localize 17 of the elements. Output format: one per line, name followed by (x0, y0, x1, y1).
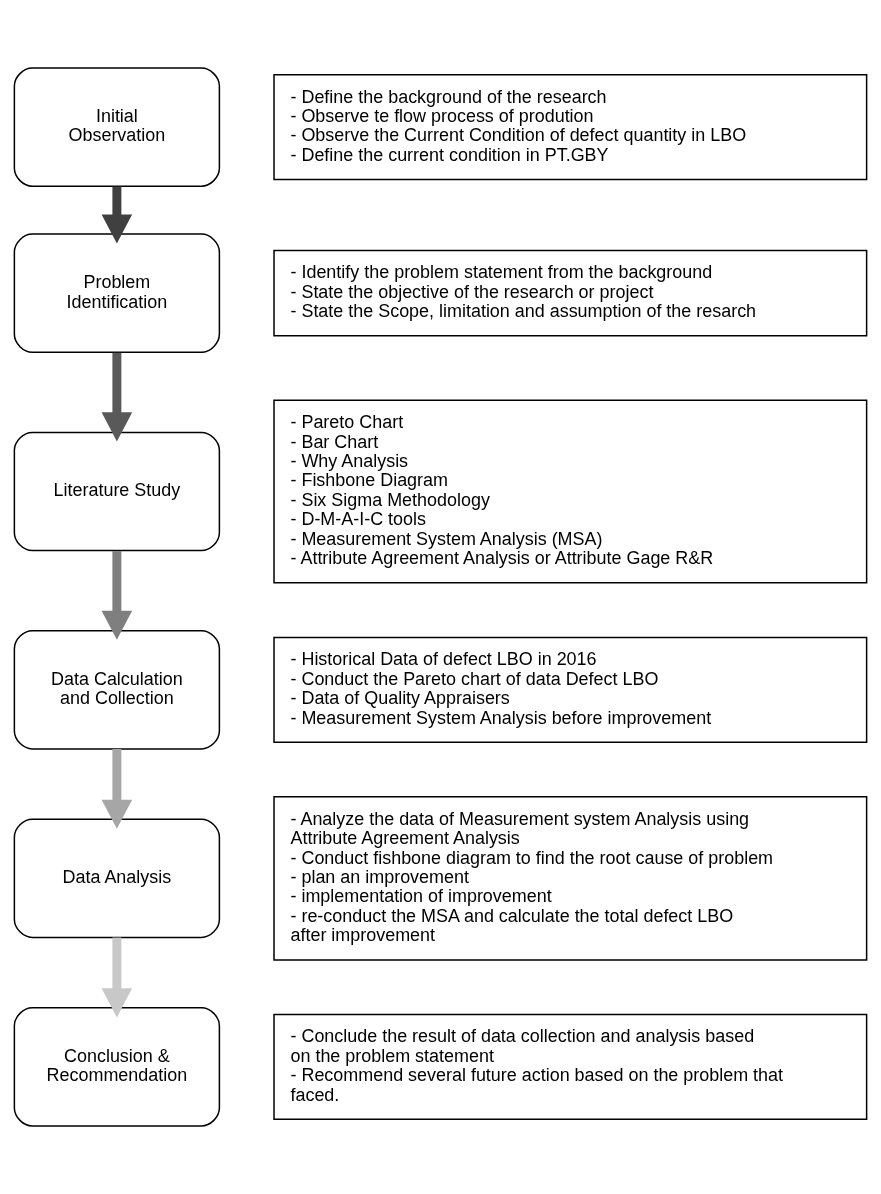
arrow (101, 352, 133, 442)
node-box: - Identify the problem statement from the background - State the objective of the research or project - State the Scope, limitation and assumption of the resarch (273, 249, 868, 337)
node-box: - Conclude the result of data collection and analysis based on the problem statement - Recommend several future action based on the problem that faced. (273, 1013, 868, 1121)
node-box: Data Calculation and Collection (13, 629, 221, 750)
arrow (101, 186, 133, 244)
arrow (101, 551, 133, 640)
node-box: Literature Study (13, 431, 221, 552)
arrow (101, 748, 133, 829)
node-box: - Define the background of the research - Observe te flow process of prodution - Observe the Current Condition of defect quantity in LBO - Define the current condition in PT.GBY (273, 73, 868, 181)
node-box: - Pareto Chart - Bar Chart - Why Analysis - Fishbone Diagram - Six Sigma Methodology - D-M-A-I-C tools - Measurement System Analysis (MSA) - Attribute Agreement Analysis or Attribute Gage R&R (273, 399, 868, 584)
node-box: Problem Identification (13, 233, 221, 354)
node-box: Initial Observation (13, 67, 221, 187)
node-box: - Analyze the data of Measurement system Analysis using Attribute Agreement Analysis - Conduct fishbone diagram to find the root cause of problem - plan an improvement - implementation of improvement - re-conduct the MSA and calculate the total defect LBO after improvement (273, 796, 868, 961)
node-box: Data Analysis (13, 818, 221, 939)
node-box: Conclusion & Recommendation (13, 1007, 221, 1127)
arrow (101, 937, 133, 1018)
node-box: - Historical Data of defect LBO in 2016 - Conduct the Pareto chart of data Defect LBO - Data of Quality Appraisers - Measurement System Analysis before improvement (273, 636, 868, 743)
